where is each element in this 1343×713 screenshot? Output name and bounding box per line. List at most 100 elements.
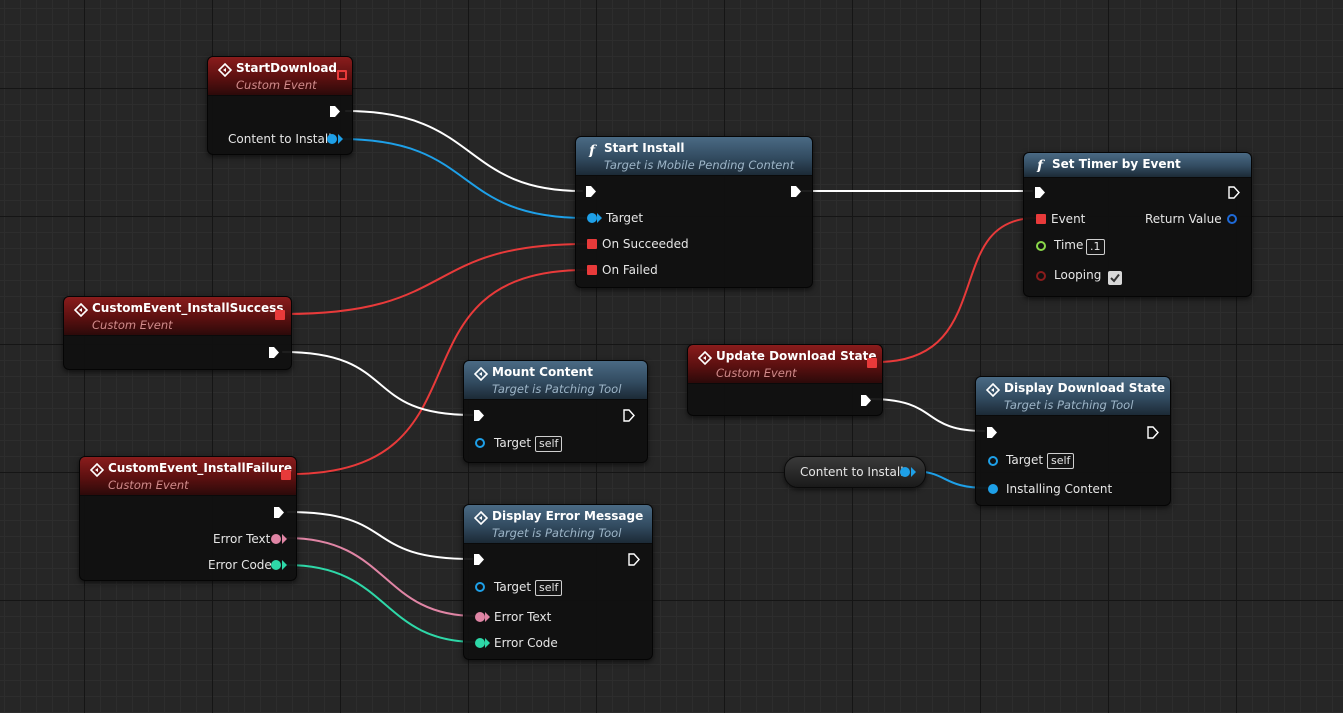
pin-arrow-icon bbox=[282, 560, 287, 570]
event-in-pin[interactable] bbox=[1036, 214, 1046, 224]
node-mount-content[interactable]: Mount Content Target is Patching Tool Ta… bbox=[463, 360, 648, 463]
pin-label-on-failed: On Failed bbox=[602, 263, 658, 277]
node-title: StartDownload bbox=[236, 61, 338, 75]
return-value-out-pin[interactable] bbox=[1227, 214, 1237, 224]
wire-exec-startdownload-startinstall bbox=[345, 110, 583, 192]
function-diamond-icon bbox=[474, 511, 488, 525]
node-header: Mount Content Target is Patching Tool bbox=[464, 361, 647, 400]
target-default-box[interactable]: self bbox=[1047, 453, 1075, 469]
installing-content-in-pin[interactable] bbox=[988, 484, 998, 494]
int-out-pin[interactable] bbox=[271, 560, 281, 570]
target-default-box[interactable]: self bbox=[535, 580, 563, 596]
target-in-pin[interactable] bbox=[475, 438, 485, 448]
pin-label-time: Time bbox=[1054, 238, 1084, 252]
exec-in-pin[interactable] bbox=[986, 426, 998, 439]
delegate-pin[interactable] bbox=[867, 358, 877, 368]
pin-label-target: Target bbox=[1006, 453, 1044, 467]
node-header: CustomEvent_InstallFailure Custom Event bbox=[80, 457, 296, 496]
target-in-pin[interactable] bbox=[587, 213, 597, 223]
wire-errortext bbox=[286, 537, 477, 617]
exec-in-pin[interactable] bbox=[585, 185, 597, 198]
node-header: Display Download State Target is Patchin… bbox=[976, 377, 1170, 416]
pin-label-target: Target bbox=[606, 211, 644, 225]
exec-out-pin[interactable] bbox=[790, 185, 802, 198]
exec-out-pin[interactable] bbox=[628, 553, 640, 566]
wire-exec-update-displaystate bbox=[869, 398, 985, 432]
exec-out-pin[interactable] bbox=[860, 394, 872, 407]
node-display-error[interactable]: Display Error Message Target is Patching… bbox=[463, 504, 653, 660]
function-diamond-icon bbox=[986, 383, 1000, 397]
exec-in-pin[interactable] bbox=[473, 553, 485, 566]
pin-label-on-succeeded: On Succeeded bbox=[602, 237, 689, 251]
on-succeeded-pin[interactable] bbox=[587, 239, 597, 249]
exec-out-pin[interactable] bbox=[273, 506, 285, 519]
pin-label-target: Target bbox=[494, 580, 532, 594]
text-out-pin[interactable] bbox=[271, 534, 281, 544]
wire-exec-failure-displayerror bbox=[287, 511, 473, 560]
node-title: Update Download State bbox=[716, 349, 877, 363]
error-text-in-pin[interactable] bbox=[475, 612, 485, 622]
wire-content-startinstall-target bbox=[339, 138, 587, 219]
exec-in-pin[interactable] bbox=[473, 409, 485, 422]
delegate-pin[interactable] bbox=[275, 310, 285, 320]
node-update-download-state[interactable]: Update Download State Custom Event bbox=[687, 344, 883, 416]
node-install-success[interactable]: CustomEvent_InstallSuccess Custom Event bbox=[63, 296, 292, 370]
exec-in-pin[interactable] bbox=[1034, 186, 1046, 199]
pin-label-error-text: Error Text bbox=[213, 532, 271, 546]
exec-out-pin[interactable] bbox=[268, 346, 280, 359]
time-value-box[interactable]: .1 bbox=[1086, 239, 1105, 255]
wire-exec-success-mount bbox=[282, 351, 473, 416]
node-header: f Start Install Target is Mobile Pending… bbox=[576, 137, 812, 176]
node-display-download-state[interactable]: Display Download State Target is Patchin… bbox=[975, 376, 1171, 506]
function-f-icon: f bbox=[1036, 158, 1046, 172]
pin-arrow-icon bbox=[597, 213, 602, 223]
node-header: f Set Timer by Event bbox=[1024, 153, 1251, 178]
looping-checkbox[interactable] bbox=[1108, 271, 1122, 285]
target-in-pin[interactable] bbox=[475, 582, 485, 592]
pin-arrow-icon bbox=[485, 638, 490, 648]
event-diamond-icon bbox=[74, 303, 88, 317]
pin-arrow-icon bbox=[338, 134, 343, 144]
delegate-pin[interactable] bbox=[281, 470, 291, 480]
node-start-download[interactable]: StartDownload Custom Event Content to In… bbox=[207, 56, 353, 155]
pin-label-installing-content: Installing Content bbox=[1006, 482, 1113, 496]
exec-out-pin[interactable] bbox=[1228, 186, 1240, 199]
node-title: Display Download State bbox=[1004, 381, 1166, 395]
object-out-pin[interactable] bbox=[900, 467, 910, 477]
node-title: CustomEvent_InstallSuccess bbox=[92, 301, 284, 315]
node-start-install[interactable]: f Start Install Target is Mobile Pending… bbox=[575, 136, 813, 288]
function-f-icon: f bbox=[588, 143, 598, 157]
svg-text:f: f bbox=[1036, 158, 1046, 172]
node-header: Display Error Message Target is Patching… bbox=[464, 505, 652, 544]
node-title: CustomEvent_InstallFailure bbox=[108, 461, 293, 475]
pin-label-return-value: Return Value bbox=[1145, 212, 1222, 226]
node-header: Update Download State Custom Event bbox=[688, 345, 882, 384]
pin-label-event: Event bbox=[1051, 212, 1086, 226]
node-set-timer-by-event[interactable]: f Set Timer by Event Event Return Value … bbox=[1023, 152, 1252, 297]
looping-in-pin[interactable] bbox=[1036, 271, 1046, 281]
node-subtitle: Target is Mobile Pending Content bbox=[604, 158, 795, 172]
time-in-pin[interactable] bbox=[1036, 241, 1046, 251]
object-out-pin[interactable] bbox=[327, 134, 337, 144]
exec-out-pin[interactable] bbox=[1147, 426, 1159, 439]
pin-arrow-icon bbox=[282, 534, 287, 544]
pin-label-error-text: Error Text bbox=[494, 610, 552, 624]
exec-out-pin[interactable] bbox=[623, 409, 635, 422]
exec-out-pin[interactable] bbox=[329, 105, 341, 118]
pin-label-target: Target bbox=[494, 436, 532, 450]
node-header: CustomEvent_InstallSuccess Custom Event bbox=[64, 297, 291, 336]
node-subtitle: Custom Event bbox=[716, 366, 797, 380]
pin-arrow-icon bbox=[485, 612, 490, 622]
error-code-in-pin[interactable] bbox=[475, 638, 485, 648]
node-subtitle: Custom Event bbox=[92, 318, 173, 332]
delegate-pin[interactable] bbox=[337, 70, 347, 80]
node-install-failure[interactable]: CustomEvent_InstallFailure Custom Event … bbox=[79, 456, 297, 581]
target-in-pin[interactable] bbox=[988, 456, 998, 466]
variable-content-to-install[interactable]: Content to Install bbox=[784, 456, 926, 488]
target-default-box[interactable]: self bbox=[535, 436, 563, 452]
node-subtitle: Target is Patching Tool bbox=[1004, 398, 1134, 412]
on-failed-pin[interactable] bbox=[587, 265, 597, 275]
pin-label-error-code: Error Code bbox=[208, 558, 272, 572]
variable-label: Content to Install bbox=[800, 465, 904, 479]
node-subtitle: Custom Event bbox=[236, 78, 317, 92]
